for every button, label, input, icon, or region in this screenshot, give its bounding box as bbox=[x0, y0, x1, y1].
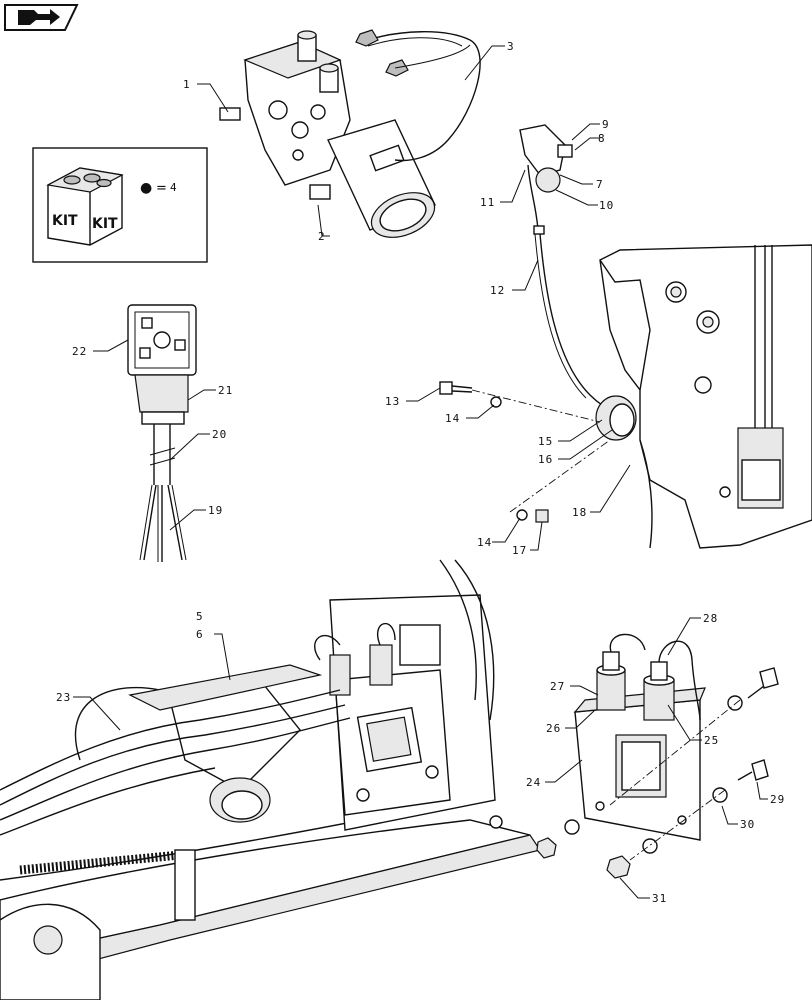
kit-label-left: KIT bbox=[52, 213, 78, 229]
kit-label-right: KIT bbox=[92, 216, 118, 232]
next-page-arrow-icon[interactable] bbox=[4, 4, 79, 31]
callout-22: 22 bbox=[72, 345, 87, 358]
callout-27: 27 bbox=[550, 680, 565, 693]
callout-6: 6 bbox=[196, 628, 204, 641]
callout-28: 28 bbox=[703, 612, 718, 625]
grommet-15 bbox=[595, 395, 637, 441]
callout-3: 3 bbox=[507, 40, 515, 53]
hydraulic-tube-3 bbox=[355, 29, 481, 162]
callout-23: 23 bbox=[56, 691, 71, 704]
callout-29: 29 bbox=[770, 793, 785, 806]
leader-lines bbox=[73, 45, 768, 899]
callout-14-top: 14 bbox=[445, 412, 460, 425]
callout-2: 2 bbox=[318, 230, 326, 243]
lower-installation-view bbox=[0, 559, 541, 1000]
kit-icon: KIT KIT bbox=[46, 167, 124, 246]
legend-equals: = bbox=[156, 181, 167, 196]
callout-18: 18 bbox=[572, 506, 587, 519]
callout-20: 20 bbox=[212, 428, 227, 441]
callout-31: 31 bbox=[652, 892, 667, 905]
callout-15: 15 bbox=[538, 435, 553, 448]
valve-bracket-assembly bbox=[536, 633, 779, 879]
callout-24: 24 bbox=[526, 776, 541, 789]
legend-ref-number: 4 bbox=[170, 181, 178, 194]
bolt-13 bbox=[439, 381, 473, 395]
callout-12: 12 bbox=[490, 284, 505, 297]
kit-legend-box: KIT KIT ● = 4 bbox=[32, 147, 208, 263]
loader-frame bbox=[599, 244, 812, 549]
callout-11: 11 bbox=[480, 196, 495, 209]
solenoid-valve-top bbox=[219, 30, 436, 238]
pressure-switch bbox=[519, 124, 573, 235]
callout-13: 13 bbox=[385, 395, 400, 408]
callout-1: 1 bbox=[183, 78, 191, 91]
electrical-connector bbox=[127, 304, 197, 562]
nut-17 bbox=[535, 509, 549, 523]
callout-16: 16 bbox=[538, 453, 553, 466]
callout-19: 19 bbox=[208, 504, 223, 517]
washer-14-bottom bbox=[516, 509, 528, 521]
callout-8: 8 bbox=[598, 132, 606, 145]
legend-dot-symbol: ● bbox=[140, 180, 152, 196]
callout-14-bottom: 14 bbox=[477, 536, 492, 549]
callout-5: 5 bbox=[196, 610, 204, 623]
callout-7: 7 bbox=[596, 178, 604, 191]
callout-30: 30 bbox=[740, 818, 755, 831]
callout-labels: 1 2 3 5 6 7 8 9 10 11 12 13 14 14 15 16 … bbox=[56, 40, 785, 905]
callout-10: 10 bbox=[599, 199, 614, 212]
callout-21: 21 bbox=[218, 384, 233, 397]
callout-25: 25 bbox=[704, 734, 719, 747]
callout-17: 17 bbox=[512, 544, 527, 557]
washer-14-top bbox=[490, 396, 502, 408]
callout-26: 26 bbox=[546, 722, 561, 735]
callout-9: 9 bbox=[602, 118, 610, 131]
